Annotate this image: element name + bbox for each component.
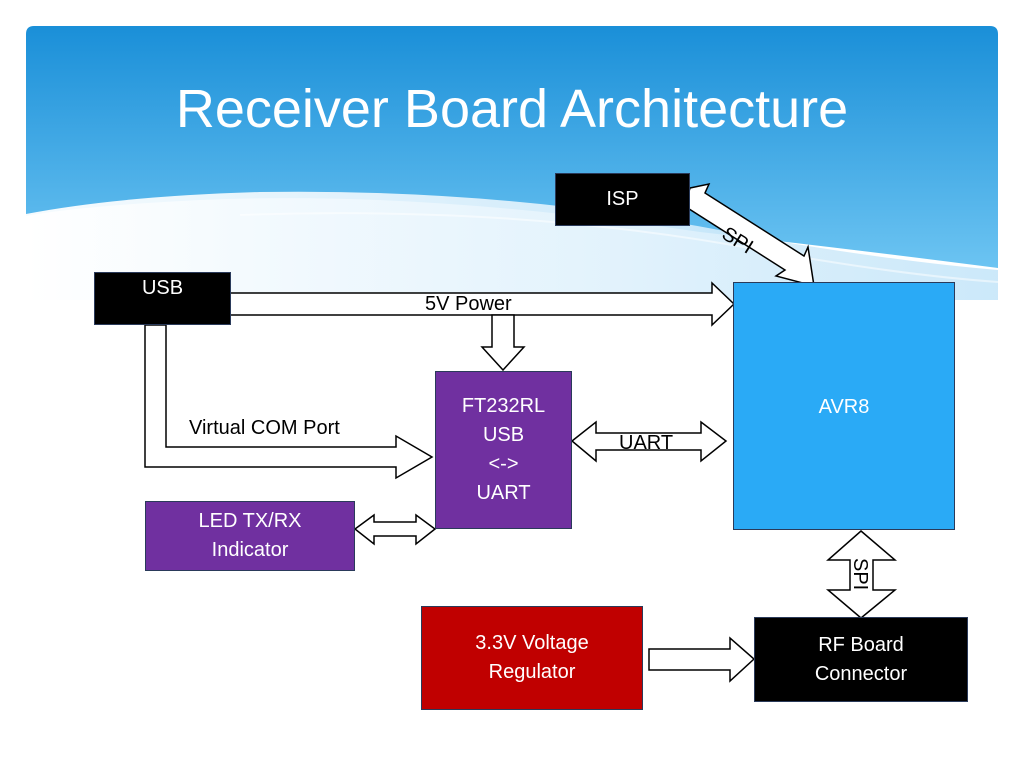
led-ft232-arrow (353, 513, 437, 546)
regulator-rf-arrow (648, 636, 756, 683)
power-arrow (229, 281, 736, 327)
avr8-label: AVR8 (818, 396, 870, 418)
usb-label: USB (141, 277, 184, 299)
led-indicator-label: LED TX/RX Indicator (198, 510, 302, 561)
voltage-regulator-label: 3.3V Voltage Regulator (475, 632, 589, 683)
isp-block: ISP (555, 173, 690, 226)
header-gradient (26, 26, 998, 268)
avr8-block: AVR8 (733, 282, 955, 530)
power-label: 5V Power (425, 293, 512, 315)
header-wave-line (239, 212, 999, 283)
voltage-regulator-block: 3.3V Voltage Regulator (421, 606, 643, 710)
virtual-com-arrow (144, 324, 434, 480)
header-wave (26, 191, 998, 300)
power-to-ft232-arrow (480, 314, 526, 372)
uart-label: UART (619, 432, 674, 454)
ft232rl-label: FT232RL USB <-> UART (461, 395, 546, 504)
rf-connector-block: RF Board Connector (754, 617, 968, 702)
uart-arrow (570, 420, 728, 463)
ft232rl-block: FT232RL USB <-> UART (435, 371, 572, 529)
spi-rf-label: SPI (849, 558, 871, 591)
isp-label: ISP (606, 188, 639, 210)
slide-title: Receiver Board Architecture (175, 79, 849, 139)
header-background (26, 26, 999, 300)
virtual-com-label: Virtual COM Port (189, 417, 340, 439)
usb-block: USB (94, 272, 231, 325)
rf-connector-label: RF Board Connector (814, 633, 908, 685)
led-indicator-block: LED TX/RX Indicator (145, 501, 355, 571)
